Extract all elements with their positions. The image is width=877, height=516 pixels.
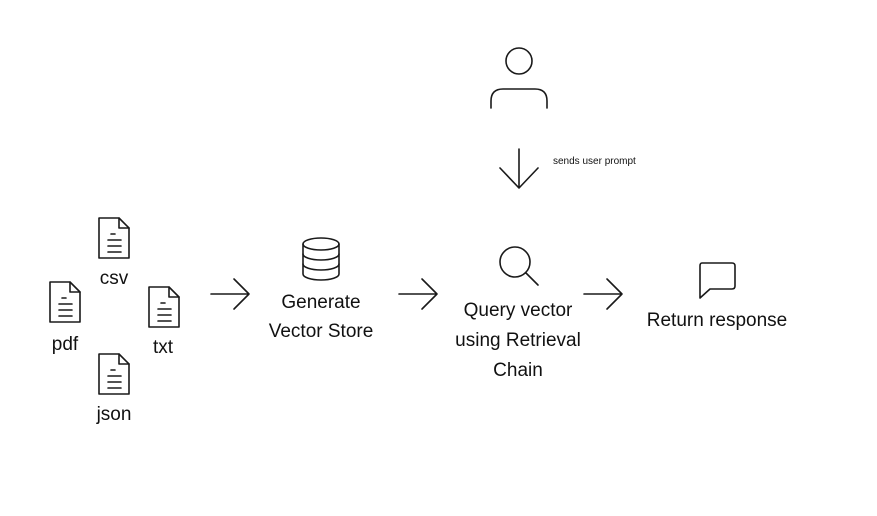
arrow-to-vector-store-icon: [210, 278, 250, 310]
generate-line-2: Vector Store: [268, 321, 374, 342]
json-label: json: [96, 404, 132, 425]
query-line-1: Query vector: [463, 300, 573, 321]
csv-document-icon: [98, 217, 130, 259]
search-icon: [499, 246, 539, 286]
return-response-label: Return response: [646, 310, 788, 331]
arrow-to-query-icon: [398, 278, 438, 310]
arrow-down-icon: [499, 148, 539, 189]
query-line-2: using Retrieval: [455, 330, 581, 351]
txt-document-icon: [148, 286, 180, 328]
generate-line-1: Generate: [281, 292, 361, 313]
csv-label: csv: [99, 268, 129, 289]
arrow-to-response-icon: [583, 278, 623, 310]
query-vector-label: Query vector using Retrieval Chain: [434, 296, 602, 386]
json-document-icon: [98, 353, 130, 395]
database-icon: [302, 237, 340, 281]
generate-vector-store-label: Generate Vector Store: [249, 288, 393, 347]
user-icon: [490, 47, 548, 109]
txt-label: txt: [152, 337, 174, 358]
chat-bubble-icon: [699, 262, 736, 299]
sends-user-prompt-label: sends user prompt: [553, 156, 636, 167]
pdf-document-icon: [49, 281, 81, 323]
query-line-3: Chain: [493, 360, 543, 381]
pdf-label: pdf: [51, 334, 79, 355]
